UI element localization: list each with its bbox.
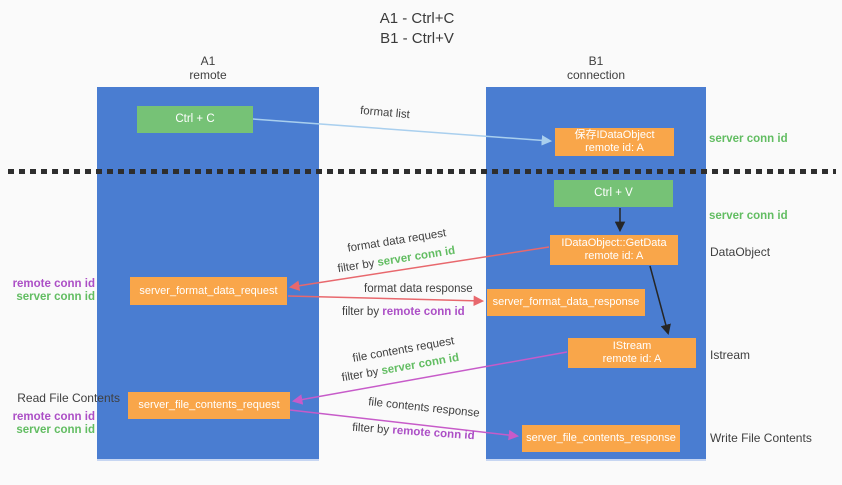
lifeline-b-header: B1 connection (486, 54, 706, 82)
server-format-data-request-label: server_format_data_request (139, 284, 278, 297)
lifeline-b-subtitle: connection (566, 68, 626, 82)
ctrl-v-label: Ctrl + V (594, 187, 633, 199)
istream-line1: IStream (612, 340, 652, 352)
filter-by-text: filter by (340, 365, 383, 385)
filter-by-remote-conn-id-label-2: filter by remote conn id (352, 422, 475, 443)
remote-conn-id-text: remote conn id (382, 306, 465, 318)
istream-line2: remote id: A (602, 353, 662, 365)
right-write-file-contents-label: Write File Contents (710, 431, 812, 445)
left-read-file-contents-label: Read File Contents (17, 391, 120, 405)
diagram-title: A1 - Ctrl+C B1 - Ctrl+V (317, 9, 517, 49)
filter-by-remote-conn-id-label-1: filter by remote conn id (342, 306, 465, 318)
server-file-contents-request-node: server_file_contents_request (128, 392, 290, 419)
lifeline-b-name: B1 (588, 54, 604, 68)
file-contents-response-label: file contents response (367, 396, 481, 420)
lifeline-a-subtitle: remote (189, 68, 227, 82)
title-line-1: A1 - Ctrl+C (379, 10, 455, 27)
save-idataobject-line2: remote id: A (585, 142, 644, 154)
save-idataobject-node: 保存IDataObject remote id: A (555, 128, 674, 156)
server-file-contents-response-node: server_file_contents_response (522, 425, 680, 452)
left-remote-conn-id-1: remote conn id (12, 278, 95, 290)
lifeline-a-name: A1 (200, 54, 216, 68)
filter-by-text: filter by (351, 421, 393, 437)
left-remote-conn-id-2: remote conn id (12, 411, 95, 423)
server-format-data-request-node: server_format_data_request (130, 277, 287, 305)
server-file-contents-request-label: server_file_contents_request (138, 399, 280, 411)
server-format-data-response-label: server_format_data_response (492, 296, 640, 308)
phase-separator-dotted-line (8, 169, 836, 174)
right-istream-label: Istream (710, 348, 751, 362)
filter-by-text: filter by (336, 257, 379, 276)
remote-conn-id-text: remote conn id (391, 424, 475, 443)
ctrl-v-node: Ctrl + V (554, 180, 673, 207)
format-data-response-label: format data response (364, 283, 473, 295)
filter-by-text: filter by (342, 306, 383, 318)
left-server-conn-id-1: server conn id (16, 291, 95, 303)
ctrl-c-node: Ctrl + C (137, 106, 253, 133)
istream-node: IStream remote id: A (568, 338, 696, 368)
server-format-data-response-node: server_format_data_response (487, 289, 645, 316)
left-server-conn-id-2: server conn id (16, 424, 95, 436)
server-file-contents-response-label: server_file_contents_response (526, 432, 676, 444)
getdata-line1: IDataObject::GetData (561, 237, 667, 249)
getdata-node: IDataObject::GetData remote id: A (550, 235, 678, 265)
ctrl-c-label: Ctrl + C (175, 113, 215, 125)
right-server-conn-id-mid: server conn id (709, 210, 788, 222)
title-line-2: B1 - Ctrl+V (380, 30, 454, 47)
right-dataobject-label: DataObject (710, 245, 771, 259)
save-idataobject-line1: 保存IDataObject (574, 129, 655, 141)
getdata-line2: remote id: A (584, 250, 644, 262)
lifeline-a-header: A1 remote (97, 54, 319, 82)
right-server-conn-id-top: server conn id (709, 133, 788, 145)
format-list-label: format list (359, 104, 411, 122)
